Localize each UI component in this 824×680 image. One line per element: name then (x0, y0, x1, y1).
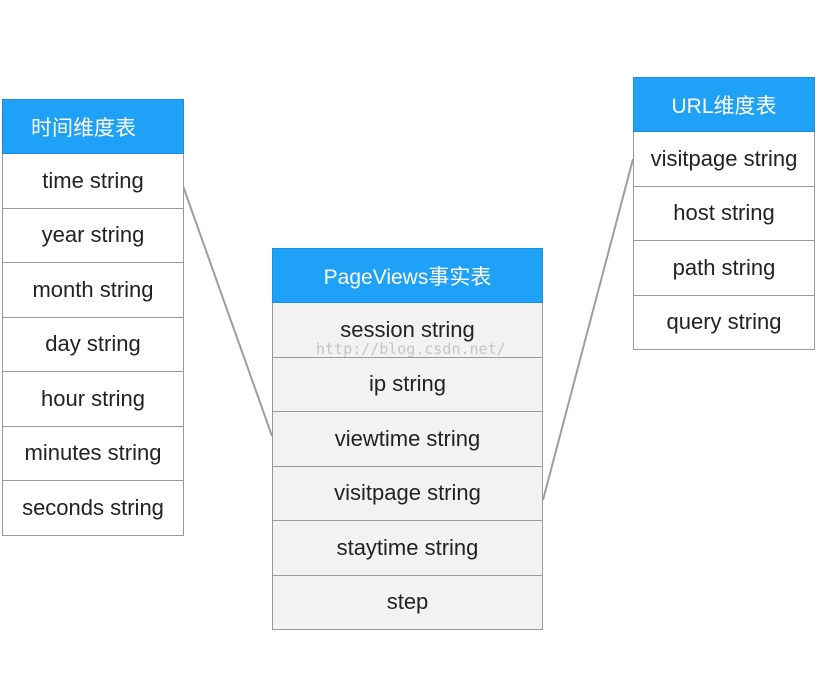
url-table-field: visitpage string (633, 132, 815, 187)
time-table-field: minutes string (2, 426, 184, 481)
time-table-field: time string (2, 154, 184, 209)
url-table-title: URL维度表 (633, 77, 815, 132)
time-dimension-table: 时间维度表 time string year string month stri… (2, 99, 184, 536)
fact-table-field: viewtime string (272, 412, 543, 467)
fact-table-field: staytime string (272, 521, 543, 576)
time-table-title: 时间维度表 (2, 99, 184, 154)
time-to-viewtime-connector (182, 185, 273, 437)
fact-table-title: PageViews事实表 (272, 248, 543, 303)
fact-table-field: visitpage string (272, 466, 543, 521)
time-table-field: seconds string (2, 481, 184, 536)
visitpage-to-url-connector (542, 158, 634, 501)
time-table-field: hour string (2, 372, 184, 427)
fact-table-field: ip string (272, 357, 543, 412)
fact-table-field: session string (272, 303, 543, 358)
time-table-field: year string (2, 208, 184, 263)
fact-table-field: step (272, 575, 543, 630)
url-table-field: query string (633, 295, 815, 350)
time-table-field: day string (2, 317, 184, 372)
url-table-field: host string (633, 186, 815, 241)
url-dimension-table: URL维度表 visitpage string host string path… (633, 77, 815, 350)
watermark: http://blog.csdn.net/ (316, 340, 506, 358)
url-table-field: path string (633, 241, 815, 296)
time-table-field: month string (2, 263, 184, 318)
pageviews-fact-table: PageViews事实表 session string ip string vi… (272, 248, 543, 630)
